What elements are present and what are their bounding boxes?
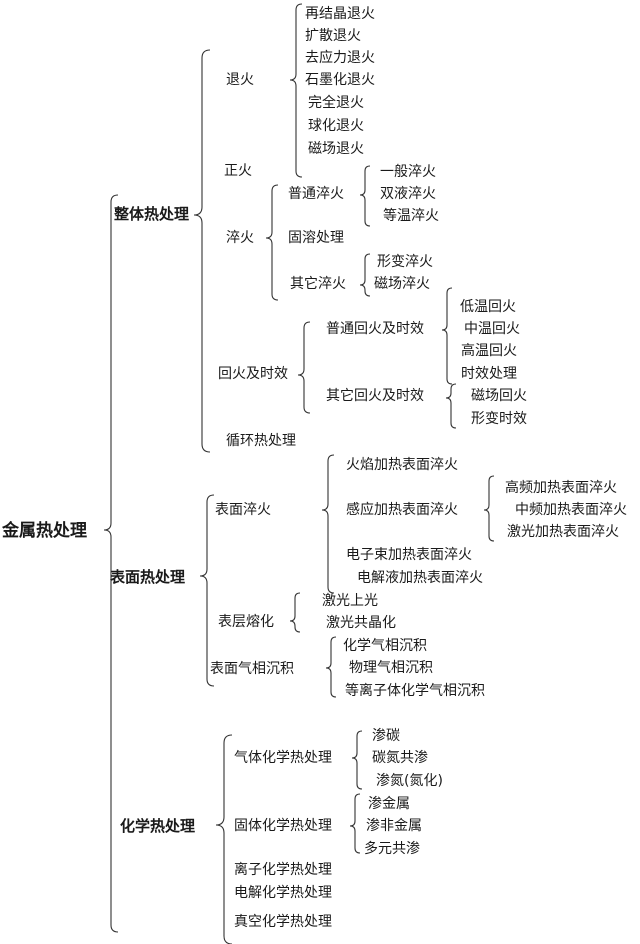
node-root: 金属热处理 (2, 521, 87, 541)
node-g0-3-0-0: 低温回火 (460, 299, 516, 315)
node-g1-0-2: 电子束加热表面淬火 (346, 547, 472, 563)
brace-g0-2-0 (359, 165, 371, 227)
node-g0-3-0-1: 中温回火 (464, 321, 520, 337)
node-g0-2-0-0: 一般淬火 (380, 164, 436, 180)
node-g0-3-0: 普通回火及时效 (326, 321, 424, 337)
brace-g2-0 (351, 730, 363, 790)
node-g1: 表面热处理 (110, 568, 186, 586)
node-g1-2: 表面气相沉积 (210, 661, 294, 677)
node-g2: 化学热处理 (120, 817, 196, 835)
brace-g0-3 (297, 321, 311, 414)
node-g2-1-1: 渗非金属 (366, 818, 422, 834)
node-g2-3: 电解化学热处理 (234, 885, 332, 901)
node-g2-4: 真空化学热处理 (234, 914, 332, 930)
node-g0-2-2: 其它淬火 (290, 276, 346, 292)
node-g1-0-1-0: 高频加热表面淬火 (505, 480, 617, 496)
node-g0-0-0: 再结晶退火 (305, 6, 375, 22)
brace-g2 (215, 734, 233, 944)
node-g1-2-1: 物理气相沉积 (349, 660, 433, 676)
node-g1-0-1: 感应加热表面淬火 (346, 502, 458, 518)
node-g1-1-0: 激光上光 (322, 593, 378, 609)
node-g0-0-5: 球化退火 (308, 118, 364, 134)
node-g0-1: 正火 (224, 163, 252, 179)
node-g2-1-2: 多元共渗 (364, 841, 420, 857)
node-g0-3-1: 其它回火及时效 (326, 388, 424, 404)
node-g1-1: 表层熔化 (218, 614, 274, 630)
node-g1-1-1: 激光共晶化 (326, 615, 396, 631)
node-g0-2-0: 普通淬火 (288, 186, 344, 202)
brace-g1-2 (325, 636, 337, 698)
node-g0-2: 淬火 (226, 230, 254, 246)
node-g2-0-1: 碳氮共渗 (372, 750, 428, 766)
node-g1-0-0: 火焰加热表面淬火 (346, 457, 458, 473)
brace-g0 (193, 49, 211, 453)
node-g1-0: 表面淬火 (215, 502, 271, 518)
node-g0-2-0-2: 等温淬火 (383, 208, 439, 224)
node-g0-3-1-1: 形变时效 (471, 411, 527, 427)
node-g1-2-0: 化学气相沉积 (343, 638, 427, 654)
node-g2-0: 气体化学热处理 (234, 750, 332, 766)
node-g0-3-0-2: 高温回火 (461, 343, 517, 359)
brace-g1-0-1 (483, 475, 495, 542)
brace-g1 (199, 494, 215, 687)
brace-g1-0 (321, 454, 335, 594)
brace-g0-3-0 (441, 287, 453, 385)
brace-g1-1 (289, 592, 301, 633)
node-g0-4: 循环热处理 (226, 433, 296, 449)
node-g2-0-2: 渗氮(氮化) (376, 773, 443, 789)
node-g0-0-2: 去应力退火 (305, 50, 375, 66)
node-g0-0-1: 扩散退火 (305, 28, 361, 44)
brace-g2-1 (349, 793, 361, 854)
node-g2-1-0: 渗金属 (368, 796, 410, 812)
node-g1-0-3: 电解液加热表面淬火 (357, 570, 483, 586)
node-g1-0-1-2: 激光加热表面淬火 (507, 524, 619, 540)
node-g2-0-0: 渗碳 (372, 728, 400, 744)
node-g0: 整体热处理 (114, 205, 190, 223)
node-g0-0-3: 石墨化退火 (305, 72, 375, 88)
node-g2-2: 离子化学热处理 (234, 862, 332, 878)
node-g0-2-1: 固溶处理 (288, 230, 344, 246)
node-g0-2-2-0: 形变淬火 (377, 254, 433, 270)
node-g0-0-6: 磁场退火 (308, 141, 364, 157)
node-g0-2-2-1: 磁场淬火 (374, 276, 430, 292)
brace-g0-3-1 (445, 383, 457, 429)
node-g0-2-0-1: 双液淬火 (380, 186, 436, 202)
node-g2-1: 固体化学热处理 (234, 818, 332, 834)
node-g0-0-4: 完全退火 (308, 95, 364, 111)
node-g0-3: 回火及时效 (218, 366, 288, 382)
node-g0-0: 退火 (226, 72, 254, 88)
node-g1-0-1-1: 中频加热表面淬火 (515, 502, 627, 518)
node-g0-3-1-0: 磁场回火 (471, 388, 527, 404)
brace-g0-2 (265, 184, 279, 301)
node-g1-2-2: 等离子体化学气相沉积 (345, 683, 485, 699)
node-g0-3-0-3: 时效处理 (461, 366, 517, 382)
brace-root (103, 194, 119, 933)
brace-g0-2-2 (359, 253, 371, 297)
brace-g0-0 (289, 3, 303, 178)
